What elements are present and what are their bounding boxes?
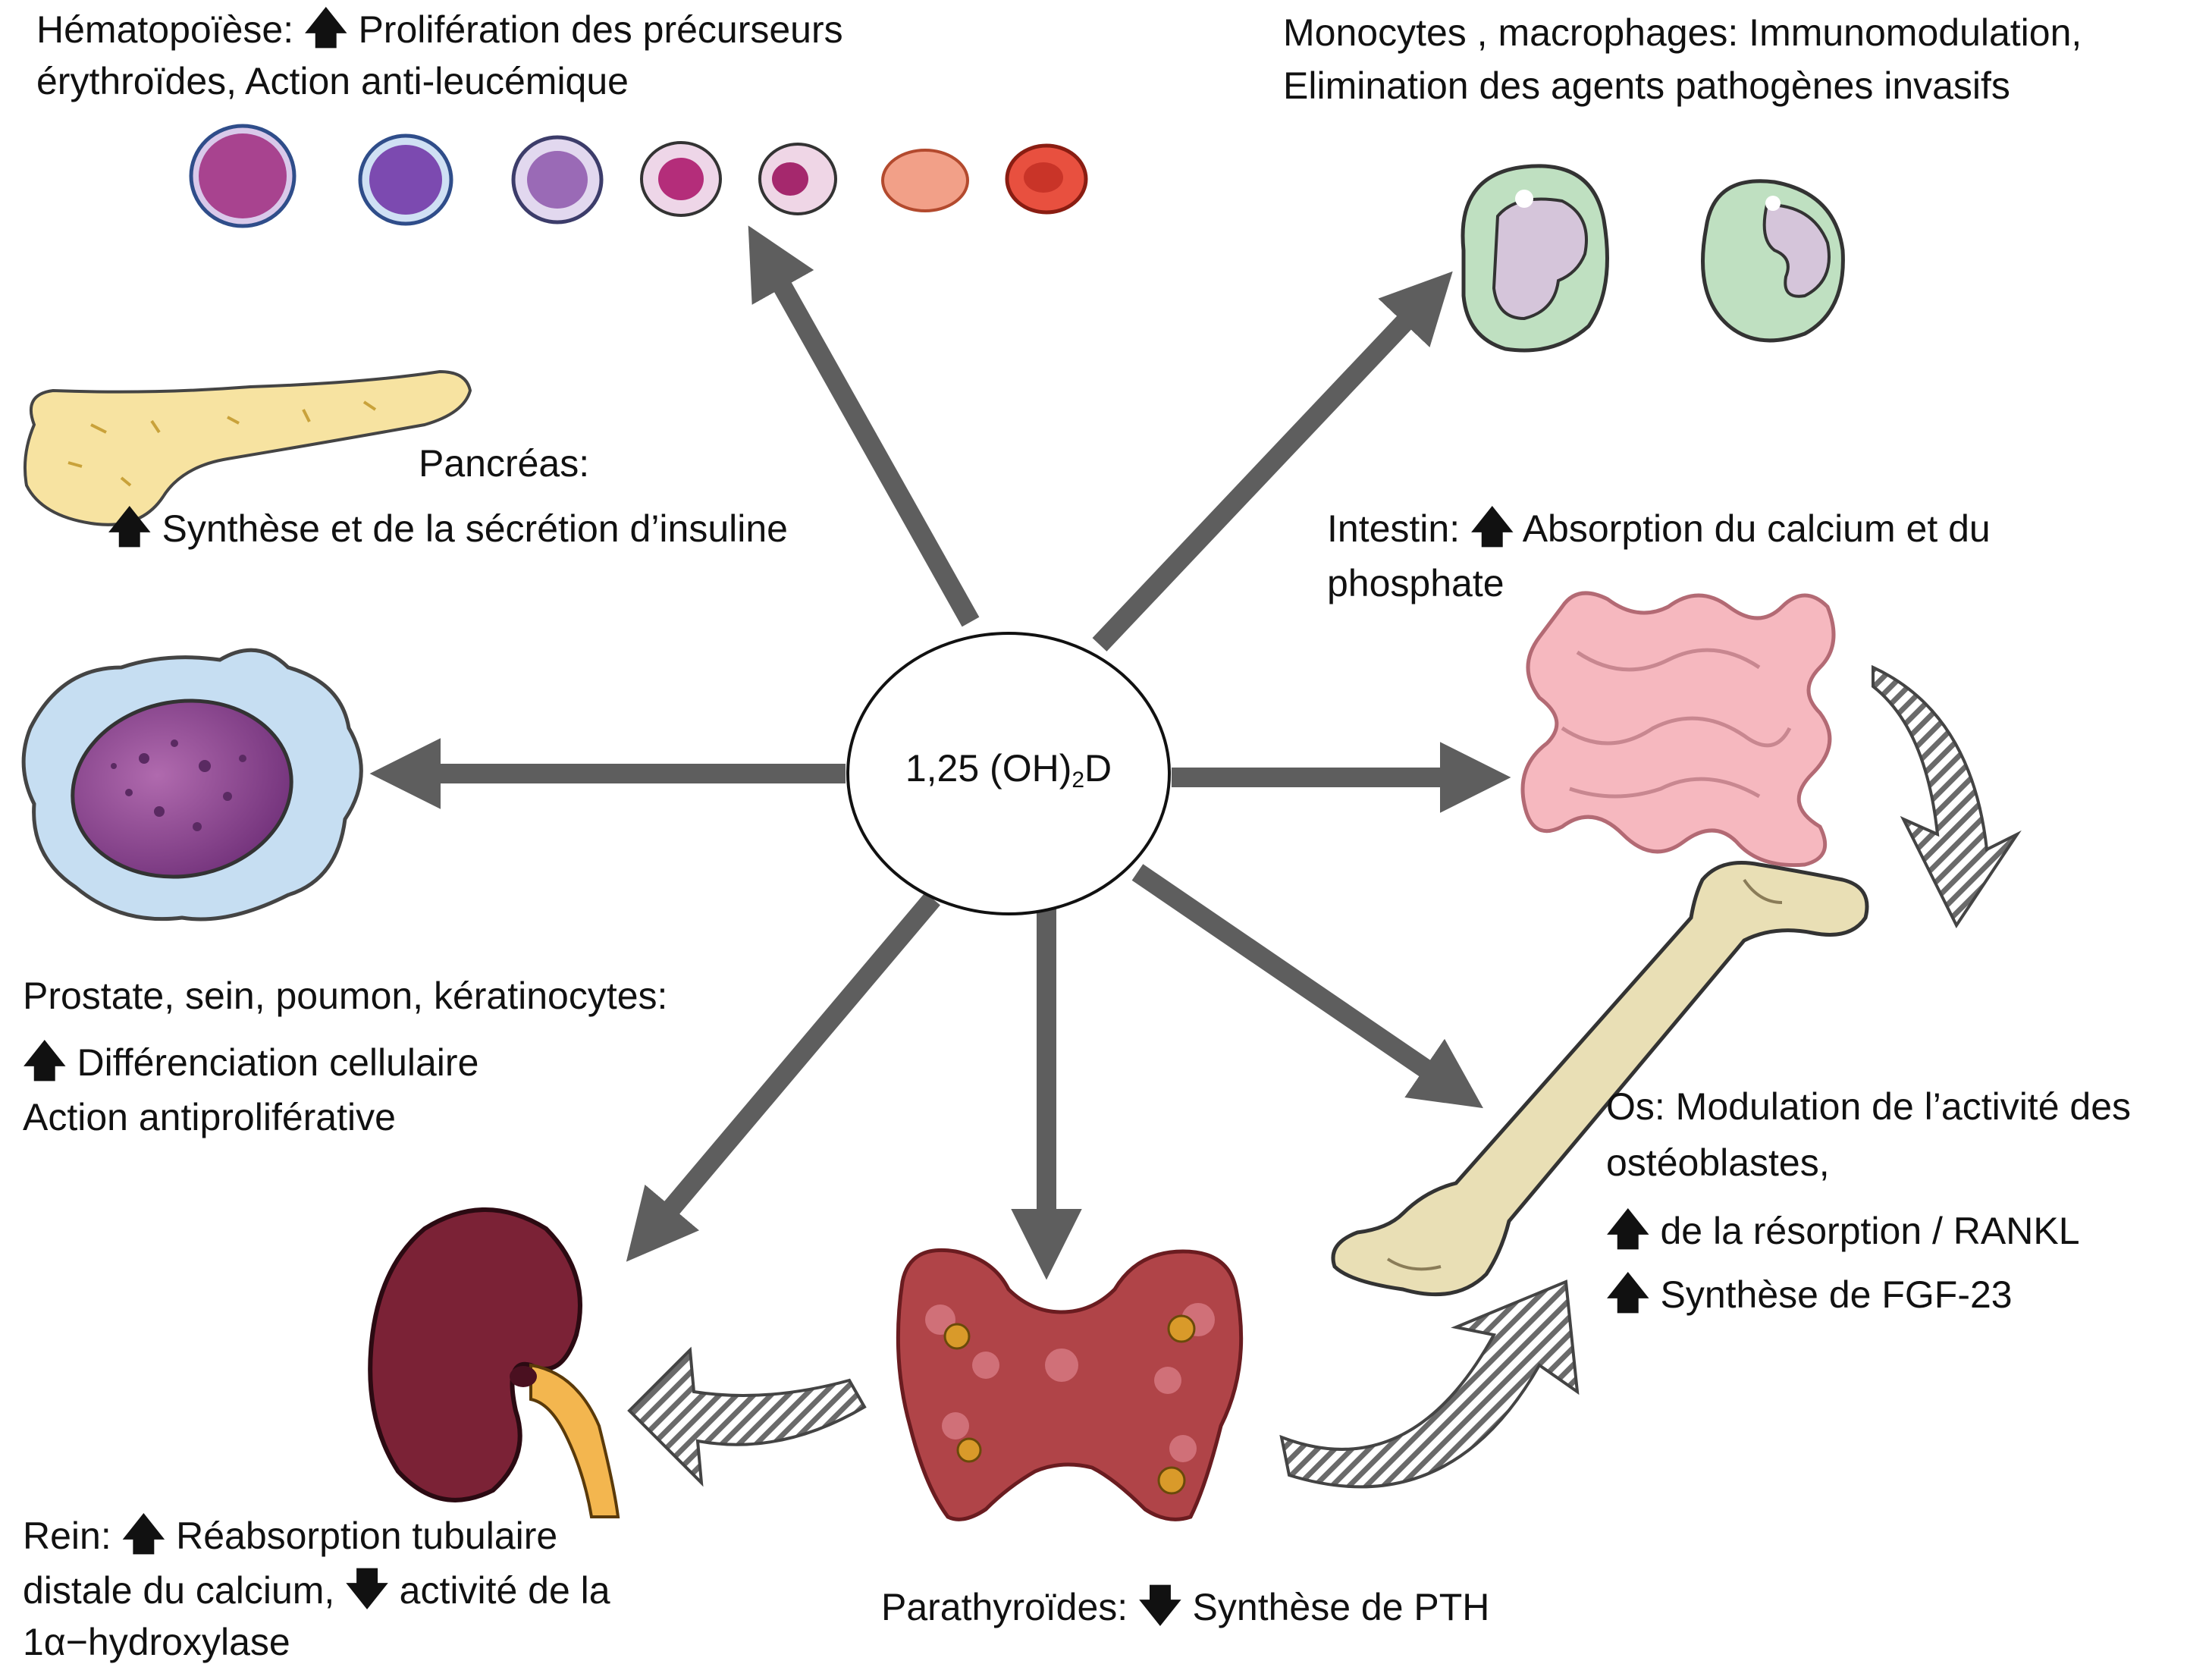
hatched-arrow-intestine-to-bone — [1872, 664, 2022, 928]
epithelial-cell-image — [21, 648, 363, 921]
up-arrow-icon: 🡅 — [1606, 1205, 1650, 1253]
up-arrow-icon: 🡅 — [108, 503, 152, 551]
pancreas-image — [23, 369, 472, 526]
arrow-to-bone — [1131, 864, 1483, 1109]
arrow-to-kidney — [626, 892, 940, 1262]
center-label: 1,25 (OH)2D — [905, 747, 1112, 793]
center-ellipse — [846, 632, 1171, 915]
prostate-label-line3: Action antiproliférative — [23, 1096, 396, 1138]
hematopoiese-label-line1: Hématopoïèse: 🡅 Prolifération des précur… — [36, 0, 843, 58]
parathyroid-image — [896, 1248, 1244, 1521]
erythroid-cells-image — [189, 124, 1088, 228]
rein-label-line1: Rein: 🡅 Réabsorption tubulaire — [23, 1506, 557, 1564]
pancreas-label-line1: Pancréas: — [419, 442, 590, 485]
monocytes-label-line1: Monocytes , macrophages: Immunomodulatio… — [1283, 11, 2082, 54]
rein-label-line3: 1α−hydroxylase — [23, 1621, 290, 1663]
arrow-to-hematopoiese — [748, 225, 980, 627]
os-label-line1: Os: Modulation de l’activité des — [1606, 1085, 2132, 1128]
hatched-arrow-parathyroid-to-kidney — [627, 1346, 867, 1487]
monocytes-label-line2: Elimination des agents pathogènes invasi… — [1283, 64, 2010, 107]
prostate-label-line1: Prostate, sein, poumon, kératinocytes: — [23, 975, 668, 1017]
os-label-line2: ostéoblastes, — [1606, 1141, 1830, 1184]
up-arrow-icon: 🡅 — [121, 1510, 166, 1558]
hematopoiese-label-line2: érythroïdes, Action anti-leucémique — [36, 60, 629, 102]
up-arrow-icon: 🡅 — [1606, 1269, 1650, 1317]
down-arrow-icon: 🡇 — [345, 1565, 389, 1612]
intestin-label-line1: Intestin: 🡅 Absorption du calcium et du — [1327, 499, 1991, 557]
down-arrow-icon: 🡇 — [1138, 1581, 1182, 1629]
intestine-image — [1520, 591, 1836, 868]
kidney-image — [368, 1207, 620, 1518]
parathyroides-label: Parathyroïdes: 🡇 Synthèse de PTH — [881, 1578, 1489, 1635]
arrow-to-monocytes — [1092, 271, 1453, 651]
pancreas-label-line2: 🡅 Synthèse et de la sécrétion d’insuline — [108, 499, 788, 557]
os-label-line3: 🡅 de la résorption / RANKL — [1606, 1201, 2080, 1259]
radial-arrows — [369, 225, 1511, 1280]
os-label-line4: 🡅 Synthèse de FGF-23 — [1606, 1265, 2013, 1323]
prostate-label-line2: 🡅 Différenciation cellulaire — [23, 1033, 478, 1091]
up-arrow-icon: 🡅 — [303, 4, 348, 52]
hatched-arrow-parathyroid-to-bone — [1279, 1279, 1580, 1489]
up-arrow-icon: 🡅 — [23, 1037, 67, 1085]
monocytes-image — [1461, 164, 1845, 353]
rein-label-line2: distale du calcium, 🡇 activité de la — [23, 1561, 610, 1618]
intestin-label-line2: phosphate — [1327, 562, 1504, 604]
bone-image — [1331, 861, 1869, 1297]
up-arrow-icon: 🡅 — [1470, 503, 1514, 551]
